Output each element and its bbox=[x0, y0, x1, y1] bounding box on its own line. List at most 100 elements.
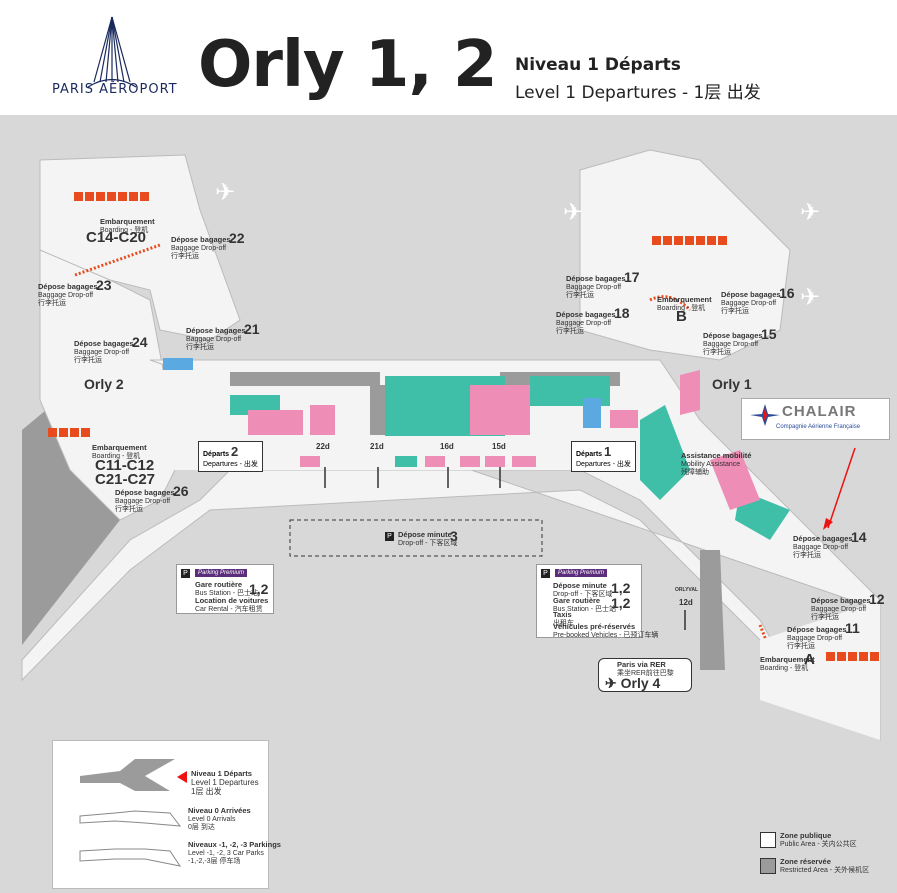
gates-c11-c12: C11-C12 bbox=[95, 457, 155, 474]
dropoff-number: 12 bbox=[869, 591, 885, 607]
chalair-subtitle: Compagnie Aérienne Française bbox=[776, 424, 861, 430]
shop-zone-pink-orly1 bbox=[680, 370, 700, 415]
chalair-star-icon bbox=[750, 404, 780, 426]
shop-zone-blue-left bbox=[163, 358, 193, 370]
shop-zone-pink-center bbox=[470, 385, 530, 435]
dropoff-number: 14 bbox=[851, 529, 867, 545]
legend-level-shapes bbox=[79, 759, 182, 867]
parking-icon: P bbox=[181, 569, 190, 578]
dropoff-number: 17 bbox=[624, 269, 640, 285]
parking-icon: P bbox=[541, 569, 550, 578]
airplane-icon-4: ✈ bbox=[800, 284, 820, 311]
shop-zone-teal-orly1 bbox=[640, 405, 690, 500]
lane-12d: 12d bbox=[679, 598, 693, 607]
shop-zone-blue bbox=[583, 398, 601, 428]
legend-public-swatch bbox=[760, 832, 776, 848]
chalair-logo-box: CHALAIR Compagnie Aérienne Française bbox=[741, 398, 890, 440]
services-icons-c14 bbox=[74, 192, 149, 201]
shop-zone-pink-left2 bbox=[310, 405, 335, 435]
legend-restricted-swatch bbox=[760, 858, 776, 874]
level-title-en: Level 1 Departures - 1层 出发 bbox=[515, 83, 761, 103]
lane-21d: 21d bbox=[370, 442, 384, 451]
dropoff-number: 21 bbox=[244, 321, 260, 337]
boarding-line-c14 bbox=[74, 243, 161, 277]
gates-c14-c20: C14-C20 bbox=[86, 229, 147, 246]
terminal-orly1: Orly 1 bbox=[712, 376, 752, 392]
lane-arrows bbox=[324, 467, 686, 630]
chalair-name: CHALAIR bbox=[782, 403, 857, 420]
parking-right-num1: 1,2 bbox=[611, 580, 631, 596]
orly1-pier bbox=[579, 149, 791, 361]
dropoff-number: 11 bbox=[845, 620, 860, 636]
depose-minute-zone bbox=[289, 519, 543, 557]
services-icons-a bbox=[826, 652, 879, 661]
boarding-line-b bbox=[649, 295, 692, 312]
orly1-south-area bbox=[760, 600, 880, 740]
chalair-pointer bbox=[827, 447, 856, 529]
airplane-icon-2: ✈ bbox=[563, 199, 583, 226]
dropoff-number: 26 bbox=[173, 483, 189, 499]
lane-15d: 15d bbox=[492, 442, 506, 451]
orly4-title: ✈ Orly 4 bbox=[605, 675, 661, 691]
lane-16d: 16d bbox=[440, 442, 454, 451]
parking-premium-badge: Parking Premium bbox=[195, 569, 248, 577]
parking-left-num: 1,2 bbox=[249, 581, 269, 597]
airplane-icon-3: ✈ bbox=[800, 199, 820, 226]
logo-text: PARIS AÉROPORT bbox=[52, 82, 178, 97]
dropoff-number: 16 bbox=[779, 285, 795, 301]
dropoff-number: 22 bbox=[229, 230, 245, 246]
orlyval-platform bbox=[700, 550, 725, 670]
services-icons-c11 bbox=[48, 428, 90, 437]
page-title: Orly 1, 2 bbox=[198, 28, 498, 102]
parking-icon: P bbox=[385, 532, 394, 541]
shop-zone-pink-left bbox=[248, 410, 303, 435]
storefront-teal bbox=[395, 456, 417, 467]
services-icons-b bbox=[652, 236, 727, 245]
lane-22d: 22d bbox=[316, 442, 330, 451]
level-title-fr: Niveau 1 Départs bbox=[515, 55, 681, 75]
dropoff-number: 24 bbox=[132, 334, 148, 350]
orlyval-label: ORLYVAL bbox=[675, 587, 699, 593]
dropoff-number: 15 bbox=[761, 326, 777, 342]
paris-aeroport-logo bbox=[87, 16, 137, 88]
legend-current-level-icon bbox=[177, 771, 187, 783]
shop-zone-pink-17 bbox=[610, 410, 638, 428]
parking-right-num2: 1,2 bbox=[611, 595, 631, 611]
terminal-orly2: Orly 2 bbox=[84, 376, 124, 392]
gate-a: A bbox=[804, 651, 815, 668]
header: PARIS AÉROPORT Orly 1, 2 Niveau 1 Départ… bbox=[0, 0, 897, 115]
depose-minute-num: 3 bbox=[450, 528, 458, 544]
restricted-strip-1 bbox=[230, 372, 380, 386]
gate-b: B bbox=[676, 308, 687, 325]
